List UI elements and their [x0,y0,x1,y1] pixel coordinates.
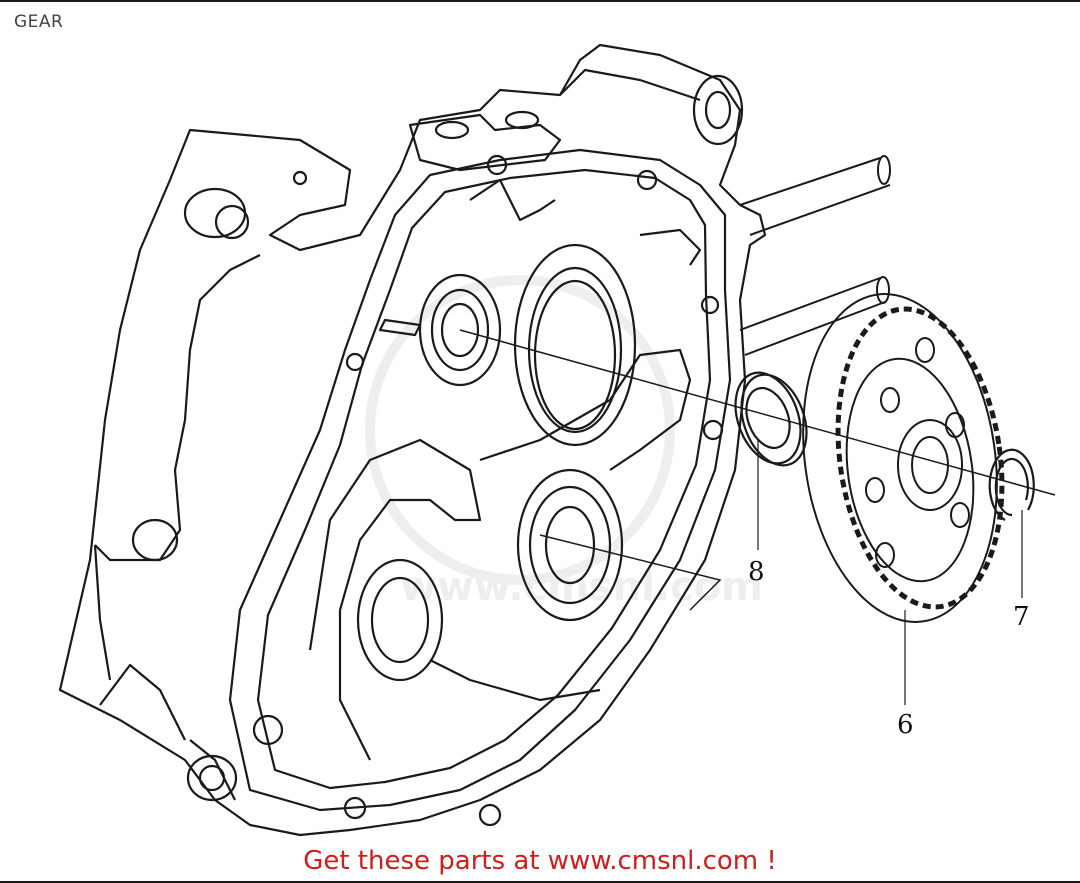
diagram-title: GEAR [14,12,64,32]
callout-lines [757,440,1023,705]
leader-lines [459,329,1056,611]
thrust-washer [734,371,808,467]
callout-7: 7 [1013,602,1030,632]
bottom-border [0,881,1080,883]
crankcase-housing [58,43,767,837]
callout-6: 6 [897,710,914,740]
shaft-studs [739,155,891,356]
svg-text:www.cmsnl.com: www.cmsnl.com [400,564,763,610]
callout-8: 8 [748,557,765,587]
footer-parts-link[interactable]: Get these parts at www.cmsnl.com ! [303,846,777,876]
circlip [988,448,1035,521]
counter-gear [802,293,1005,623]
watermark-logo: www.cmsnl.com [365,275,763,610]
top-border [0,0,1080,2]
